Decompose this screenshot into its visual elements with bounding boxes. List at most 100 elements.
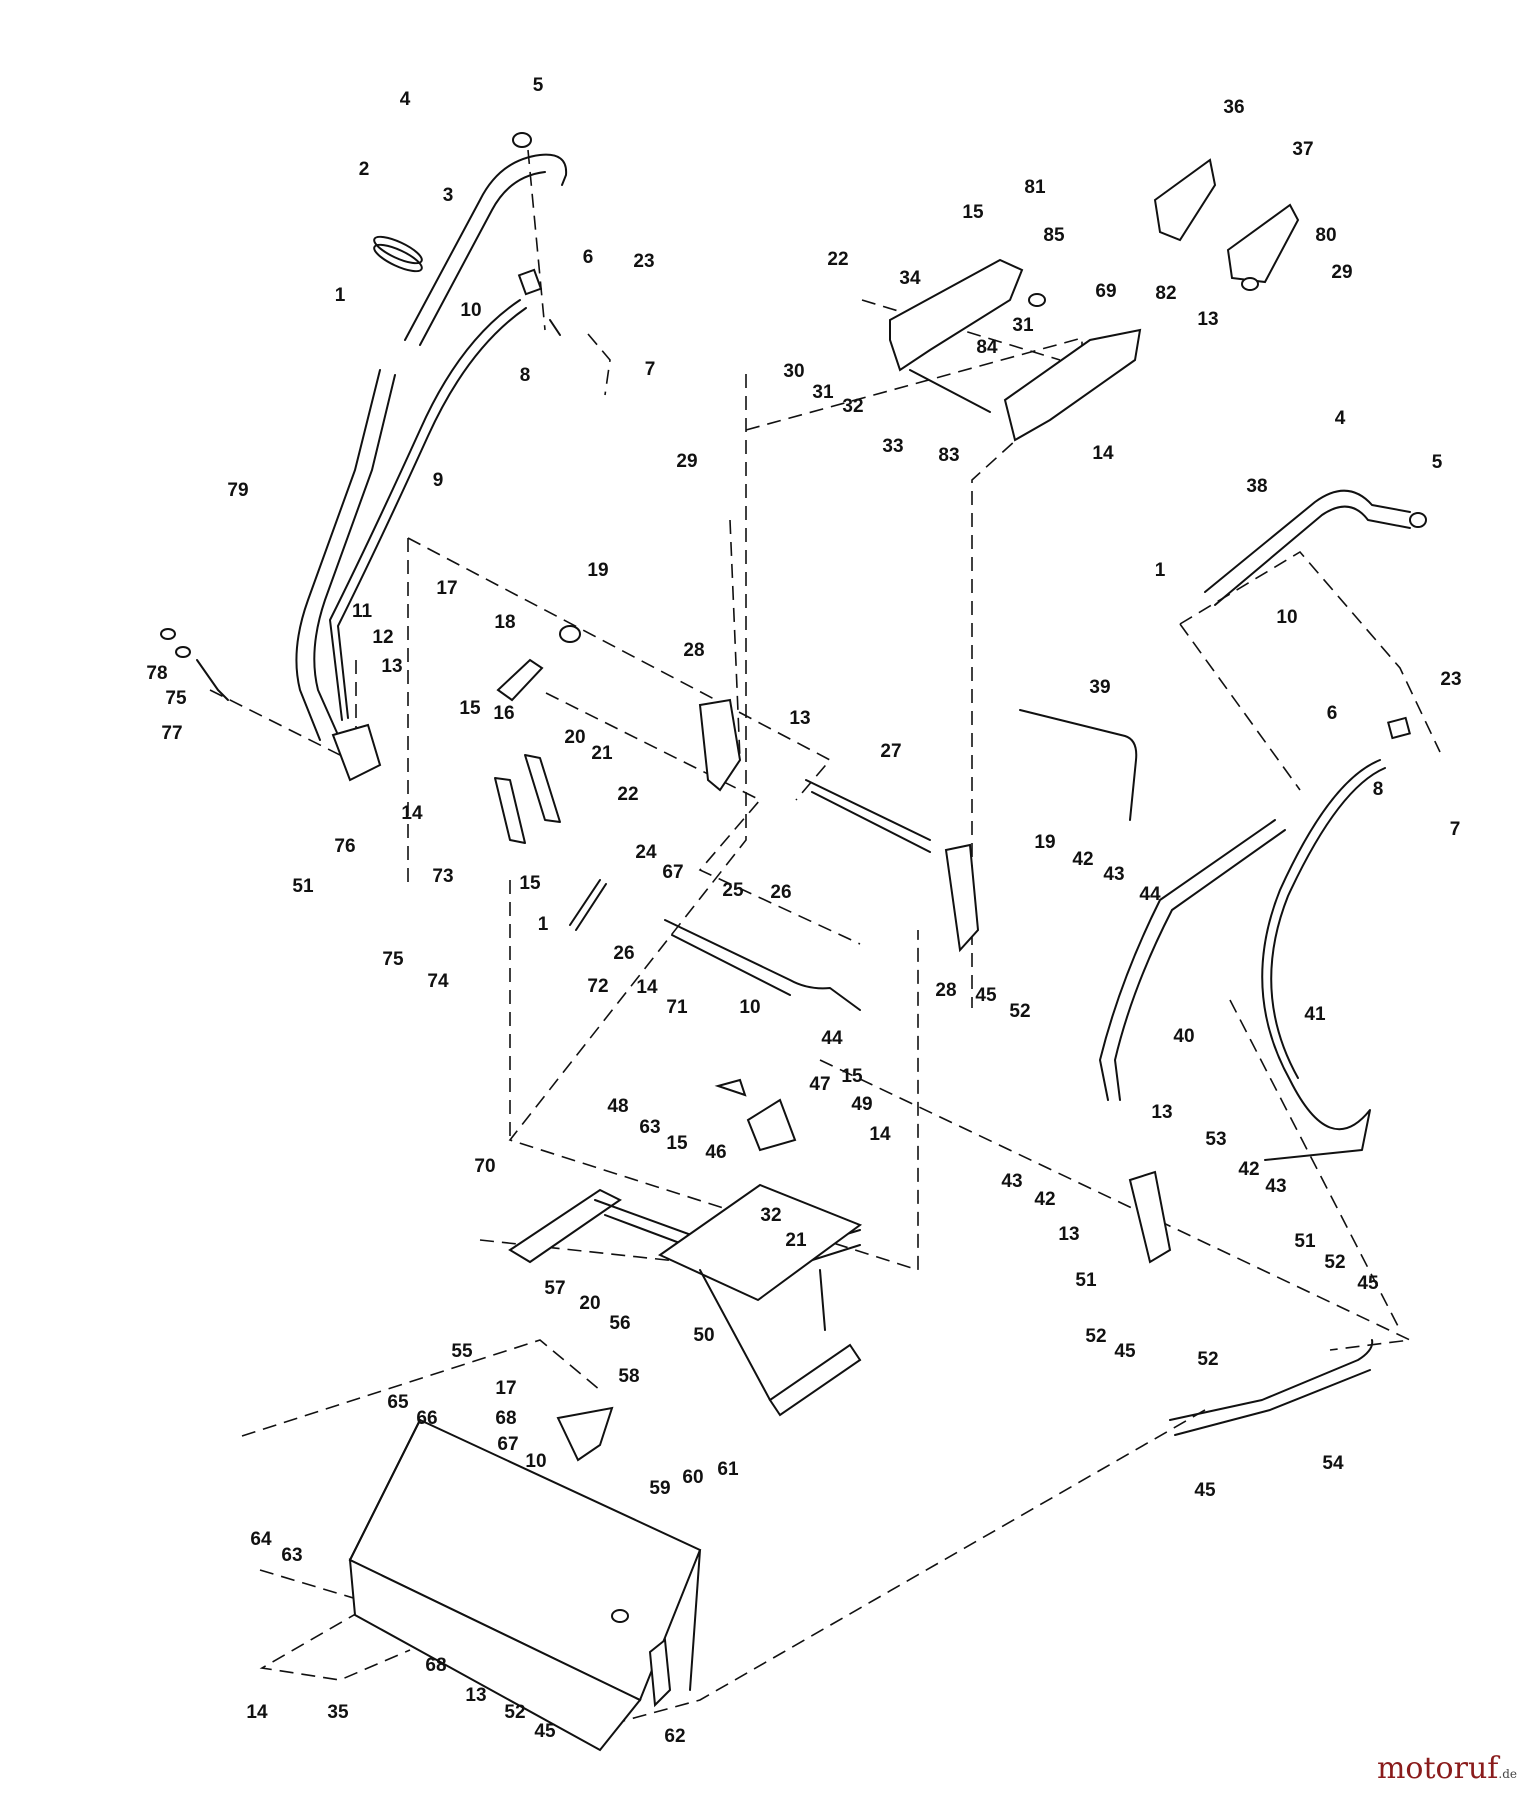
part-label-p44a: 44	[821, 1028, 843, 1049]
part-label-p61: 61	[717, 1459, 739, 1480]
part-label-p84: 84	[976, 337, 998, 358]
part-label-p8a: 8	[520, 365, 531, 386]
part-label-p62: 62	[664, 1726, 685, 1747]
left-handlebar-assembly	[160, 132, 568, 782]
part-label-p5a: 5	[533, 75, 544, 96]
part-label-p14e: 14	[246, 1702, 268, 1723]
part-label-p29b: 29	[1331, 262, 1352, 283]
part-label-p77: 77	[161, 723, 182, 744]
part-label-p25: 25	[722, 880, 744, 901]
part-label-p4b: 4	[1335, 408, 1346, 429]
part-label-p28b: 28	[935, 980, 956, 1001]
part-label-p41: 41	[1304, 1004, 1326, 1025]
part-label-p34: 34	[899, 268, 921, 289]
part-label-p68b: 68	[425, 1655, 446, 1676]
part-label-p52d: 52	[1197, 1349, 1218, 1370]
part-label-p72: 72	[587, 976, 608, 997]
part-label-p22a: 22	[617, 784, 638, 805]
part-label-p19a: 19	[587, 560, 608, 581]
part-label-p68a: 68	[495, 1408, 516, 1429]
part-label-p13b: 13	[789, 708, 810, 729]
part-label-p35: 35	[327, 1702, 349, 1723]
part-label-p26b: 26	[613, 943, 634, 964]
part-label-p32b: 32	[760, 1205, 781, 1226]
part-label-p55: 55	[451, 1341, 473, 1362]
part-label-p20b: 20	[579, 1293, 600, 1314]
part-label-p1b: 1	[538, 914, 549, 935]
part-label-p46: 46	[705, 1142, 726, 1163]
part-label-p67a: 67	[662, 862, 683, 883]
part-label-p42a: 42	[1072, 849, 1093, 870]
part-label-p17a: 17	[436, 578, 457, 599]
part-label-p14d: 14	[1092, 443, 1114, 464]
part-label-p67b: 67	[497, 1434, 518, 1455]
part-label-p69: 69	[1095, 281, 1116, 302]
assembly-dash-lines	[209, 149, 1441, 1731]
part-label-p4a: 4	[400, 89, 411, 110]
part-label-p56: 56	[609, 1313, 630, 1334]
part-label-p17b: 17	[495, 1378, 516, 1399]
part-label-p49: 49	[851, 1094, 872, 1115]
part-label-p45e: 45	[534, 1721, 556, 1742]
part-label-p45b: 45	[1357, 1273, 1379, 1294]
part-label-p13e: 13	[1058, 1224, 1079, 1245]
part-label-p51b: 51	[1075, 1270, 1097, 1291]
part-label-p27: 27	[880, 741, 901, 762]
part-label-p39: 39	[1089, 677, 1110, 698]
part-label-p15b: 15	[519, 873, 541, 894]
part-label-p5b: 5	[1432, 452, 1443, 473]
part-label-p52c: 52	[1085, 1326, 1106, 1347]
part-label-p63a: 63	[639, 1117, 660, 1138]
watermark-brand: motoruf	[1376, 1751, 1499, 1786]
part-label-p21b: 21	[785, 1230, 807, 1251]
part-label-p37: 37	[1292, 139, 1313, 160]
part-label-p22b: 22	[827, 249, 848, 270]
part-label-p73: 73	[432, 866, 453, 887]
part-label-p31b: 31	[1012, 315, 1034, 336]
part-label-p29a: 29	[676, 451, 697, 472]
watermark-tld: .de	[1498, 1767, 1517, 1781]
part-label-p52a: 52	[1009, 1001, 1030, 1022]
part-label-p21a: 21	[591, 743, 613, 764]
part-label-p19b: 19	[1034, 832, 1055, 853]
part-label-p28a: 28	[683, 640, 704, 661]
part-label-p65: 65	[387, 1392, 409, 1413]
part-label-p23b: 23	[1440, 669, 1461, 690]
part-label-p66: 66	[416, 1408, 437, 1429]
part-label-p52e: 52	[504, 1702, 525, 1723]
collector-tray	[348, 1406, 702, 1752]
part-label-p38: 38	[1246, 476, 1267, 497]
part-label-p31a: 31	[812, 382, 834, 403]
part-label-p36: 36	[1223, 97, 1244, 118]
part-label-p74: 74	[427, 971, 449, 992]
part-label-p44b: 44	[1139, 884, 1161, 905]
part-label-p52b: 52	[1324, 1252, 1345, 1273]
part-label-p1a: 1	[335, 285, 346, 306]
part-label-p2: 2	[359, 159, 370, 180]
part-label-p50: 50	[693, 1325, 714, 1346]
part-label-p70: 70	[474, 1156, 495, 1177]
part-label-p20a: 20	[564, 727, 585, 748]
part-label-p45d: 45	[1194, 1480, 1216, 1501]
part-label-p79: 79	[227, 480, 248, 501]
part-label-p13c: 13	[1197, 309, 1218, 330]
part-label-p42c: 42	[1238, 1159, 1259, 1180]
part-label-p8b: 8	[1373, 779, 1384, 800]
part-label-p10a: 10	[460, 300, 481, 321]
part-label-p18: 18	[494, 612, 515, 633]
part-label-p71: 71	[666, 997, 688, 1018]
part-label-p11: 11	[352, 601, 373, 622]
part-label-p48: 48	[607, 1096, 628, 1117]
linkage-assembly	[494, 625, 1138, 1152]
part-label-p63b: 63	[281, 1545, 302, 1566]
part-label-p30: 30	[783, 361, 804, 382]
part-label-p53: 53	[1205, 1129, 1226, 1150]
part-label-p80: 80	[1315, 225, 1336, 246]
part-label-p51a: 51	[292, 876, 314, 897]
part-label-p58: 58	[618, 1366, 639, 1387]
part-label-p76: 76	[334, 836, 355, 857]
part-label-p6b: 6	[1327, 703, 1338, 724]
part-label-p60: 60	[682, 1467, 703, 1488]
part-label-p57: 57	[544, 1278, 565, 1299]
